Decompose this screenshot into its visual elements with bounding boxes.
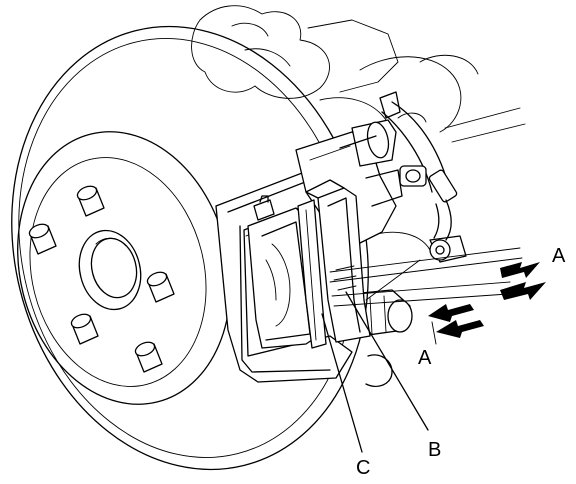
wheel-hub — [78, 229, 142, 311]
wheel-stud — [70, 313, 99, 345]
label-a-bottom: A — [418, 347, 432, 369]
leader-line-c — [321, 313, 363, 453]
label-a-top: A — [552, 245, 566, 267]
wheel-studs — [28, 185, 175, 373]
brake-hose — [379, 91, 458, 241]
wheel-stud — [146, 271, 175, 303]
leader-lines — [321, 291, 429, 453]
inner-brake-pad — [305, 179, 371, 343]
label-c: C — [356, 457, 370, 479]
direction-arrows-a — [329, 247, 546, 345]
leader-line-b — [345, 291, 429, 431]
pad-shim-c — [297, 199, 327, 349]
bleeder-fitting — [399, 165, 467, 263]
wheel-stud — [76, 185, 105, 217]
label-b: B — [428, 439, 441, 461]
wheel-stud — [134, 341, 163, 373]
wheel-stud — [28, 223, 57, 255]
